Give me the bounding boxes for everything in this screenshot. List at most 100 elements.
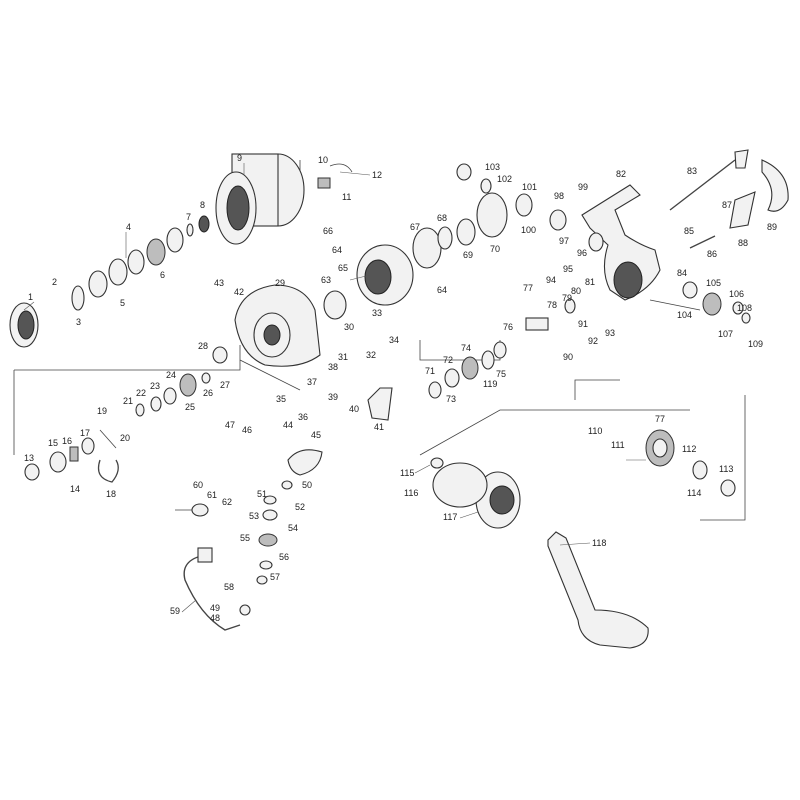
callout-label: 87 <box>722 200 732 210</box>
callout-label: 31 <box>338 352 348 362</box>
callout-label: 111 <box>611 440 625 450</box>
callout-label: 85 <box>684 226 694 236</box>
callout-label: 103 <box>485 162 500 172</box>
callout-label: 68 <box>437 213 447 223</box>
callout-label: 8 <box>200 200 205 210</box>
callout-label: 28 <box>198 341 208 351</box>
callout-label: 70 <box>490 244 500 254</box>
callout-label: 118 <box>592 538 606 548</box>
callout-labels: 1 2 3 4 5 6 7 8 9 10 11 12 13 14 15 16 1… <box>24 153 777 623</box>
callout-label: 115 <box>400 468 414 478</box>
rotor-group <box>234 192 508 476</box>
callout-label: 113 <box>719 464 733 474</box>
callout-label: 51 <box>257 489 267 499</box>
callout-label: 76 <box>503 322 513 332</box>
body-group <box>456 149 789 324</box>
callout-label: 42 <box>234 287 244 297</box>
callout-label: 78 <box>547 300 557 310</box>
callout-label: 41 <box>374 422 384 432</box>
callout-label: 46 <box>242 425 252 435</box>
callout-label: 117 <box>443 512 457 522</box>
spool-group <box>9 153 353 348</box>
callout-label: 36 <box>298 412 308 422</box>
callout-label: 119 <box>483 379 497 389</box>
callout-label: 108 <box>737 303 752 313</box>
callout-label: 3 <box>76 317 81 327</box>
callout-label: 92 <box>588 336 598 346</box>
callout-label: 55 <box>240 533 250 543</box>
callout-label: 106 <box>729 289 744 299</box>
callout-label: 21 <box>123 396 133 406</box>
callout-label: 24 <box>166 370 176 380</box>
callout-label: 48 <box>210 613 220 623</box>
callout-label: 19 <box>97 406 107 416</box>
callout-label: 23 <box>150 381 160 391</box>
callout-label: 101 <box>522 182 537 192</box>
callout-label: 35 <box>276 394 286 404</box>
bail-parts <box>183 480 293 631</box>
callout-label: 89 <box>767 222 777 232</box>
callout-label: 49 <box>210 603 220 613</box>
callout-label: 6 <box>160 270 165 280</box>
callout-label: 10 <box>318 155 328 165</box>
callout-label: 66 <box>323 226 333 236</box>
callout-label: 16 <box>62 436 72 446</box>
callout-label: 34 <box>389 335 399 345</box>
callout-label: 12 <box>372 170 382 180</box>
callout-label: 47 <box>225 420 235 430</box>
callout-label: 59 <box>170 606 180 616</box>
callout-label: 62 <box>222 497 232 507</box>
callout-label: 60 <box>193 480 203 490</box>
callout-label: 17 <box>80 428 90 438</box>
callout-label: 38 <box>328 362 338 372</box>
callout-label: 7 <box>186 212 191 222</box>
callout-label: 84 <box>677 268 687 278</box>
callout-label: 97 <box>559 236 569 246</box>
callout-label: 75 <box>496 369 506 379</box>
callout-label: 105 <box>706 278 721 288</box>
callout-label: 40 <box>349 404 359 414</box>
callout-label: 54 <box>288 523 298 533</box>
callout-label: 81 <box>585 277 595 287</box>
callout-label: 52 <box>295 502 305 512</box>
callout-label: 53 <box>249 511 259 521</box>
callout-label: 45 <box>311 430 321 440</box>
callout-label: 93 <box>605 328 615 338</box>
callout-label: 86 <box>707 249 717 259</box>
callout-label: 102 <box>497 174 512 184</box>
gear-group <box>428 298 736 649</box>
callout-label: 116 <box>404 488 418 498</box>
callout-label: 20 <box>120 433 130 443</box>
callout-label: 15 <box>48 438 58 448</box>
callout-label: 22 <box>136 388 146 398</box>
callout-label: 64 <box>437 285 447 295</box>
callout-label: 114 <box>687 488 701 498</box>
callout-label: 104 <box>677 310 692 320</box>
callout-label: 67 <box>410 222 420 232</box>
callout-label: 43 <box>214 278 224 288</box>
callout-label: 90 <box>563 352 573 362</box>
callout-label: 61 <box>207 490 217 500</box>
callout-label: 77 <box>523 283 533 293</box>
callout-label: 77 <box>655 414 665 424</box>
callout-label: 65 <box>338 263 348 273</box>
callout-label: 107 <box>718 329 733 339</box>
callout-label: 100 <box>521 225 536 235</box>
callout-label: 1 <box>28 292 33 302</box>
callout-label: 57 <box>270 572 280 582</box>
callout-label: 110 <box>588 426 602 436</box>
callout-label: 14 <box>70 484 80 494</box>
callout-label: 30 <box>344 322 354 332</box>
callout-label: 50 <box>302 480 312 490</box>
callout-label: 25 <box>185 402 195 412</box>
callout-label: 11 <box>342 192 351 202</box>
callout-label: 13 <box>24 453 34 463</box>
callout-label: 18 <box>106 489 116 499</box>
callout-label: 79 <box>562 293 572 303</box>
callout-label: 69 <box>463 250 473 260</box>
callout-label: 96 <box>577 248 587 258</box>
callout-label: 4 <box>126 222 131 232</box>
callout-label: 74 <box>461 343 471 353</box>
callout-label: 99 <box>578 182 588 192</box>
